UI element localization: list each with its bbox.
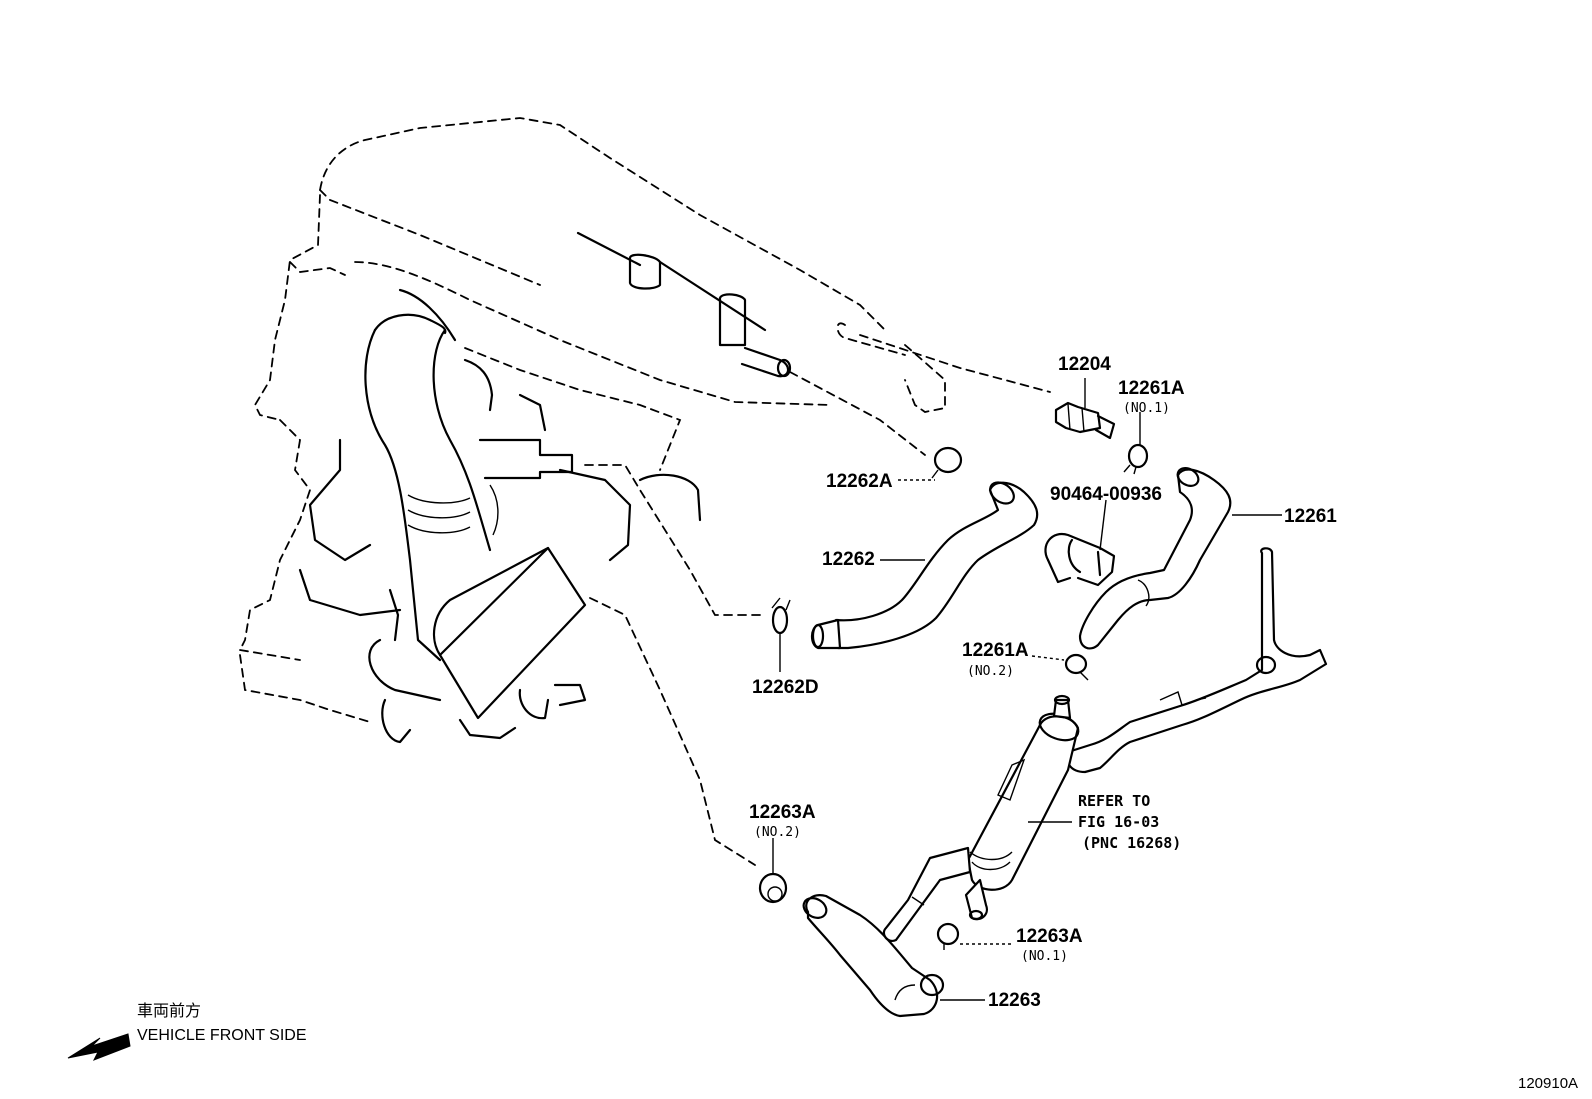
label-12262A: 12262A	[826, 471, 893, 492]
refer-line-1: REFER TO	[1078, 792, 1150, 810]
label-12263: 12263	[988, 990, 1041, 1011]
clip-12263A-no2	[758, 838, 788, 904]
label-12261A-no2: 12261A	[962, 640, 1029, 661]
label-12263A-no2-sub: (NO.2)	[754, 825, 801, 840]
clip-12263A-no1	[936, 922, 1012, 950]
label-12261A-no1: 12261A	[1118, 378, 1185, 399]
label-12261A-no1-sub: (NO.1)	[1123, 401, 1170, 416]
label-90464-00936: 90464-00936	[1050, 484, 1162, 505]
engine-phantom-outline	[239, 117, 1051, 866]
hose-12261	[1078, 467, 1282, 650]
front-arrow-icon	[67, 1033, 131, 1061]
label-12263A-no1: 12263A	[1016, 926, 1083, 947]
clip-12261A-no2	[1031, 653, 1089, 681]
label-12263A-no2: 12263A	[749, 802, 816, 823]
label-12262: 12262	[822, 549, 875, 570]
water-pipe-assembly	[882, 547, 1328, 942]
figure-code: 120910A	[1518, 1075, 1578, 1092]
direction-label-jp: 車両前方	[137, 1002, 201, 1020]
label-12204: 12204	[1058, 354, 1111, 375]
label-12261: 12261	[1284, 506, 1337, 527]
hose-12262	[810, 481, 1039, 650]
label-12261A-no2-sub: (NO.2)	[967, 664, 1014, 679]
refer-note: REFER TO FIG 16-03 (PNC 16268)	[1078, 792, 1181, 852]
callout-labels: 12204 12261A (NO.1) 12262A 90464-00936 1…	[749, 354, 1337, 1011]
clip-12261A-no1	[1123, 412, 1149, 475]
direction-label-en: VEHICLE FRONT SIDE	[137, 1027, 307, 1044]
clamp-90464-00936	[1044, 499, 1116, 587]
clip-12262D	[771, 597, 791, 672]
label-12263A-no1-sub: (NO.1)	[1021, 949, 1068, 964]
pcv-valve-12204	[1054, 378, 1116, 440]
engine-solid-features	[298, 231, 792, 744]
label-12262D: 12262D	[752, 677, 819, 698]
refer-line-3: (PNC 16268)	[1082, 834, 1181, 852]
hose-12263	[802, 894, 985, 1018]
clip-12262A	[898, 446, 963, 481]
vehicle-front-indicator: 車両前方 VEHICLE FRONT SIDE	[67, 1002, 307, 1061]
refer-line-2: FIG 16-03	[1078, 813, 1159, 831]
